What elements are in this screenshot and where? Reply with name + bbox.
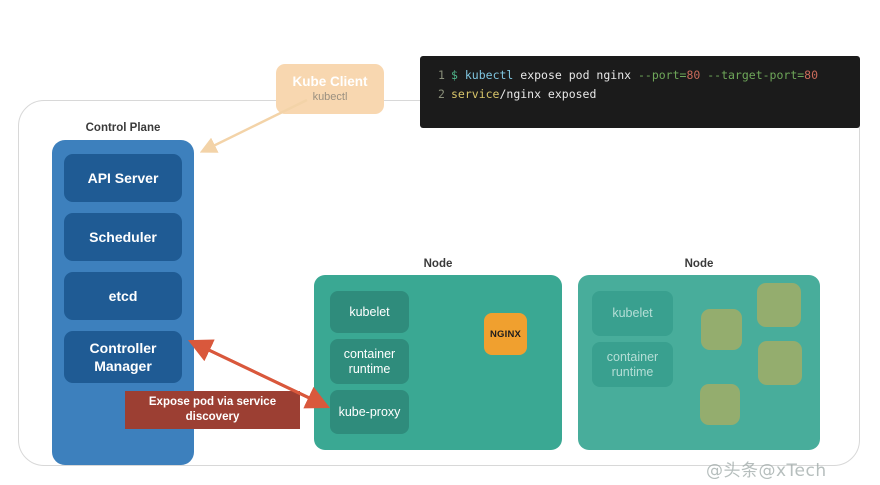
control-plane-container: API Server Scheduler etcd Controller Man…: [52, 140, 194, 465]
terminal-service-keyword: service: [451, 87, 500, 101]
node-2-container-runtime[interactable]: container runtime: [592, 342, 673, 387]
callout-label: Expose pod via service discovery: [125, 391, 300, 429]
line-number: 1: [438, 68, 445, 82]
space-1: [458, 68, 465, 82]
line-number: 2: [438, 87, 445, 101]
control-plane-component-etcd[interactable]: etcd: [64, 272, 182, 320]
kube-client-arrow: [199, 98, 308, 153]
node-2-pod-placeholder: [757, 283, 801, 327]
node-1-kubelet[interactable]: kubelet: [330, 291, 409, 333]
shell-prompt: $: [451, 68, 458, 82]
control-plane-component-api-server[interactable]: API Server: [64, 154, 182, 202]
terminal-command: kubectl: [464, 68, 514, 82]
control-plane-label: Control Plane: [85, 122, 161, 134]
kube-client-subtitle: kubectl: [312, 90, 348, 103]
node-2-pod-placeholder: [700, 384, 740, 425]
watermark: @头条@xTech: [706, 461, 827, 481]
service-discovery-arrow: [187, 339, 331, 409]
node-2-kubelet[interactable]: kubelet: [592, 291, 673, 336]
terminal-args: expose pod nginx: [513, 68, 638, 82]
control-plane-component-scheduler[interactable]: Scheduler: [64, 213, 182, 261]
terminal-port-value: 80: [686, 68, 701, 82]
control-plane-component-controller-manager[interactable]: Controller Manager: [64, 331, 182, 383]
terminal-window: 1$ kubectl expose pod nginx --port=80 --…: [420, 56, 860, 128]
terminal-line-1: 1$ kubectl expose pod nginx --port=80 --…: [420, 66, 860, 85]
kube-client-title: Kube Client: [292, 73, 368, 89]
terminal-output-text: /nginx exposed: [499, 87, 597, 101]
node-1-label: Node: [423, 258, 453, 270]
nginx-pod[interactable]: NGINX: [484, 313, 527, 355]
terminal-target-port-value: 80: [804, 68, 819, 82]
node-2-label: Node: [684, 258, 714, 270]
node-2-pod-placeholder: [701, 309, 742, 350]
node-1-kube-proxy[interactable]: kube-proxy: [330, 390, 409, 434]
terminal-line-2: 2 service/nginx exposed: [420, 85, 860, 104]
node-2-pod-placeholder: [758, 341, 802, 385]
terminal-flag-port: --port=: [637, 68, 687, 82]
terminal-flag-target-port: --target-port=: [707, 68, 805, 82]
node-1-container-runtime[interactable]: container runtime: [330, 339, 409, 384]
